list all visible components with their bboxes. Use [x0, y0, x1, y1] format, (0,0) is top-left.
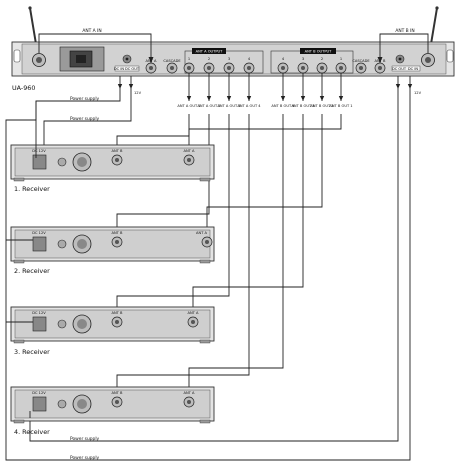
receiver-3-dc-label: DC 12V: [32, 311, 46, 315]
label-power-supply-1: Power supply: [70, 96, 100, 102]
label-dc-in-left: DC IN: [114, 67, 124, 71]
receiver-2-label: 2. Receiver: [14, 267, 50, 275]
ant-b-in-arrow: [377, 57, 383, 63]
model-label: UA-960: [12, 84, 35, 92]
label-ant-a-out-3: ANT A OUT 3: [217, 104, 240, 108]
label-dc-out-left: DC OUT: [125, 67, 140, 71]
label-ant-a-out-2: ANT A OUT 2: [197, 104, 220, 108]
port-b-1: 1: [340, 57, 342, 61]
receiver-power-wires: [6, 101, 37, 418]
label-ant-a-output: ANT A OUTPUT: [196, 50, 224, 54]
receiver-1-ant-b-label: ANT B: [112, 149, 123, 153]
port-a-4: 4: [248, 57, 251, 61]
ant-b-in-line: [379, 33, 429, 63]
output-drops: [186, 73, 344, 101]
label-power-supply-3: Power supply: [70, 436, 100, 442]
port-b-2: 2: [321, 57, 323, 61]
receiver-4: [10, 386, 215, 424]
label-ant-b-out-2: ANT B OUT 2: [310, 104, 333, 108]
label-ant-b-out-1: ANT B OUT 1: [329, 104, 352, 108]
receiver-1: [10, 144, 215, 182]
label-power-supply-4: Power supply: [70, 455, 100, 461]
label-12v-left: 12V: [134, 91, 142, 95]
label-power-supply-2: Power supply: [70, 116, 100, 122]
receiver-3: [10, 306, 215, 344]
antenna-splitter: [11, 41, 455, 77]
receiver-4-ant-b-label: ANT B: [112, 391, 123, 395]
label-ant-b-output: ANT B OUTPUT: [305, 50, 333, 54]
port-b-3: 3: [302, 57, 304, 61]
label-dc-in-right: DC IN: [408, 67, 418, 71]
label-ant-b-out-3: ANT B OUT 3: [291, 104, 314, 108]
port-a-1: 1: [188, 57, 190, 61]
receiver-2-dc-label: DC 12V: [32, 231, 46, 235]
ant-a-in-line: [38, 33, 152, 63]
label-12v-right: 12V: [414, 91, 422, 95]
receiver-1-label: 1. Receiver: [14, 185, 50, 193]
label-dc-out-right: DC OUT: [392, 67, 407, 71]
receiver-2: [10, 226, 215, 264]
receiver-4-label: 4. Receiver: [14, 428, 50, 436]
port-a-3: 3: [228, 57, 230, 61]
port-a-2: 2: [208, 57, 210, 61]
receiver-4-dc-label: DC 12V: [32, 391, 46, 395]
label-ant-a-in: ANT A IN: [82, 28, 101, 34]
receiver-4-ant-a-label: ANT A: [184, 391, 195, 395]
label-cascade-left: CASCADE: [163, 59, 181, 63]
label-ant-a-out-4: ANT A OUT 4: [237, 104, 261, 108]
receiver-3-label: 3. Receiver: [14, 348, 50, 356]
label-cascade-right: CASCADE: [352, 59, 370, 63]
receiver-1-ant-a-label: ANT A: [184, 149, 195, 153]
receiver-2-ant-a-label: ANT A: [196, 231, 207, 235]
receiver-1-dc-label: DC 12V: [32, 149, 46, 153]
receiver-3-ant-b-label: ANT B: [112, 311, 123, 315]
ant-a-in-arrow: [148, 57, 154, 63]
receiver-3-ant-a-label: ANT A: [188, 311, 199, 315]
label-ant-b-out-4: ANT B OUT 4: [271, 104, 295, 108]
label-ant-b-in: ANT B IN: [395, 28, 414, 34]
label-ant-a-out-1: ANT A OUT 1: [177, 104, 200, 108]
port-b-4: 4: [282, 57, 285, 61]
receiver-2-ant-b-label: ANT B: [112, 231, 123, 235]
